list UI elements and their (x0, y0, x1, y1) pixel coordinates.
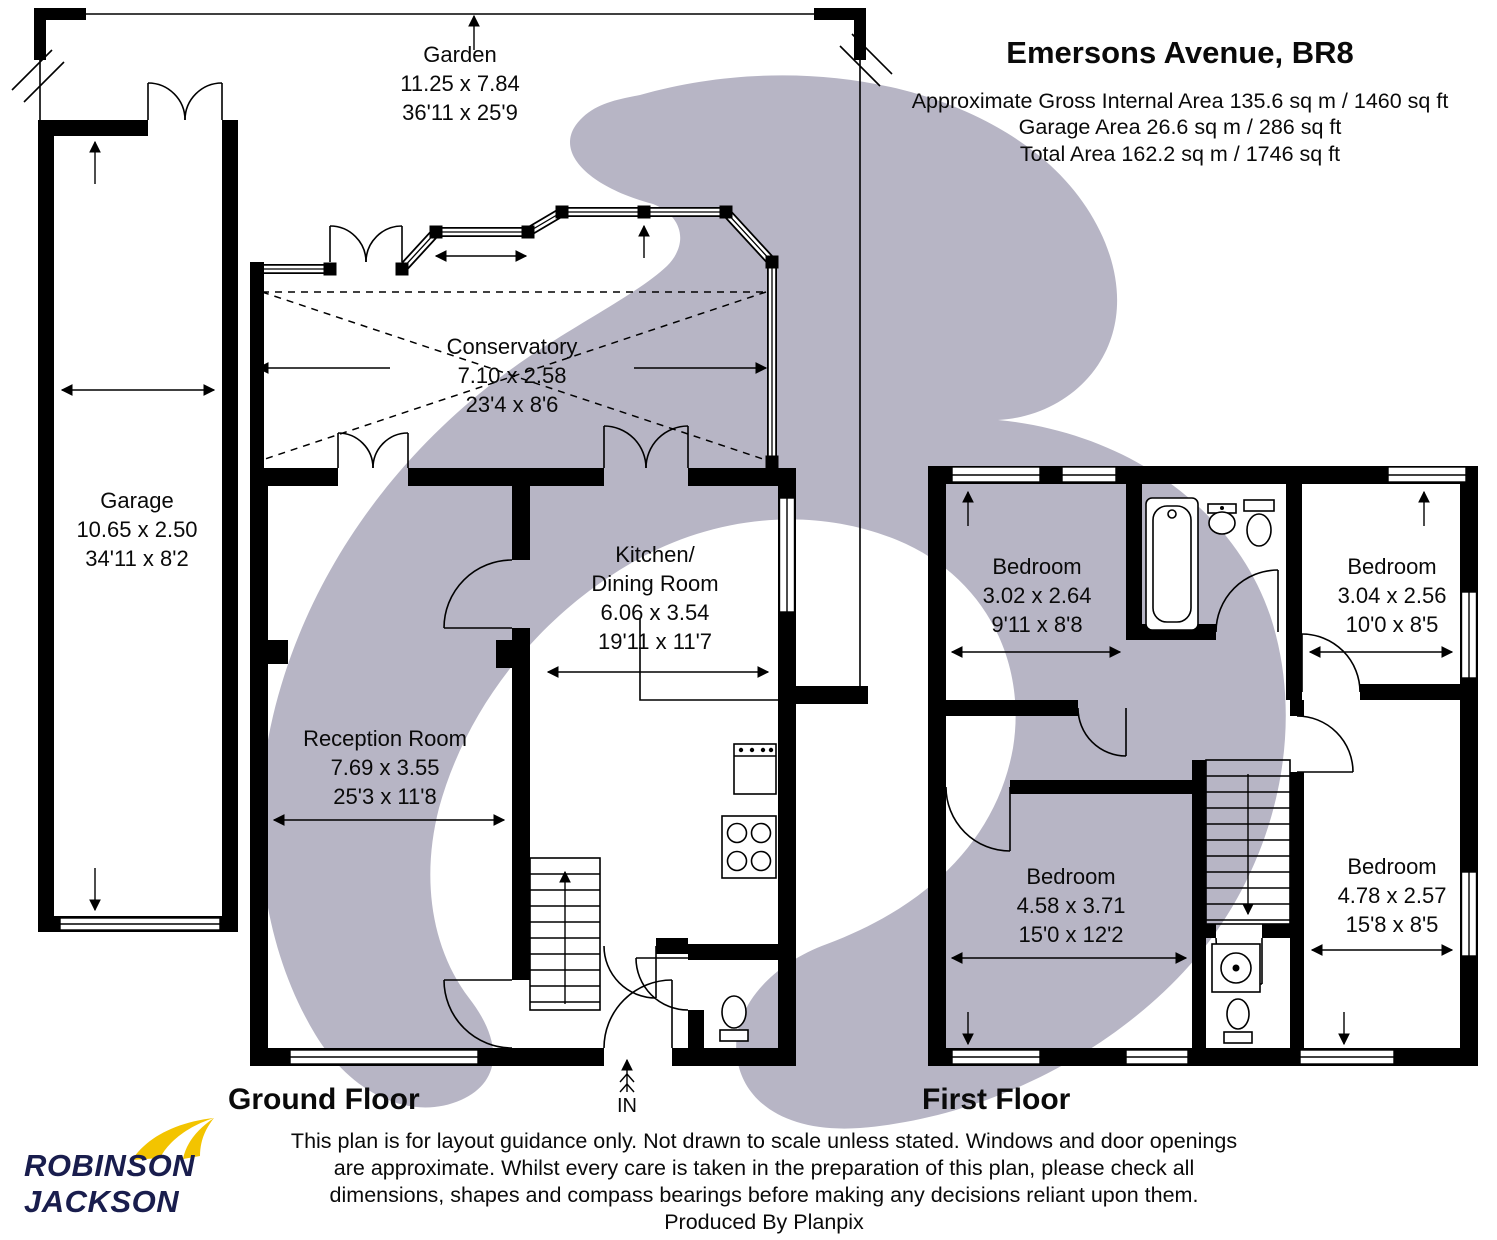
disclaimer-line-1: This plan is for layout guidance only. N… (290, 1129, 1238, 1153)
entrance-arrow-icon (619, 1058, 635, 1093)
bird-icon (132, 1118, 214, 1160)
title-block: Emersons Avenue, BR8 Approximate Gross I… (911, 35, 1449, 167)
bedroom-br-metric: 4.78 x 2.57 (1337, 883, 1447, 909)
disclaimer-line-2: are approximate. Whilst every care is ta… (333, 1156, 1195, 1181)
garden-corner-walls (34, 8, 866, 60)
bedroom-br-name: Bedroom (1347, 854, 1437, 879)
garage-door-arcs (147, 82, 223, 121)
ground-floor-stairs (529, 857, 601, 1011)
bathroom-toilet-icon (1243, 499, 1275, 547)
bedroom-bl-imperial: 15'0 x 12'2 (1018, 922, 1124, 948)
bedroom-tl-metric: 3.02 x 2.64 (982, 583, 1092, 609)
conservatory-left-wall (250, 262, 264, 468)
room-label-conservatory: Conservatory 7.10 x 2.58 23'4 x 8'6 (447, 332, 578, 419)
first-floor-dimension-arrows (950, 490, 1454, 1046)
garden-imperial: 36'11 x 25'9 (402, 100, 518, 126)
first-floor-label: First Floor (922, 1083, 1071, 1116)
bedroom-tl-imperial: 9'11 x 8'8 (991, 612, 1083, 638)
kitchen-name-line1: Kitchen/ (615, 542, 695, 567)
sink-icon (1207, 503, 1237, 535)
first-floor-stairs (1205, 759, 1291, 925)
kitchen-metric: 6.06 x 3.54 (600, 600, 710, 626)
room-label-bedroom-top-right: Bedroom 3.04 x 2.56 10'0 x 8'5 (1338, 552, 1447, 639)
total-area-line: Total Area 162.2 sq m / 1746 sq ft (1019, 141, 1341, 166)
garage-name: Garage (100, 488, 174, 513)
garage-window (59, 917, 221, 931)
planpix-watermark-icon (260, 75, 1286, 1129)
disclaimer-line-3: dimensions, shapes and compass bearings … (329, 1183, 1199, 1208)
ground-floor-door-arcs (337, 425, 689, 1049)
kitchen-counter (639, 618, 778, 701)
first-floor-windows (951, 466, 1478, 1065)
bedroom-tr-name: Bedroom (1347, 554, 1437, 579)
conservatory-metric: 7.10 x 2.58 (457, 363, 567, 389)
room-label-garden: Garden 11.25 x 7.84 36'11 x 25'9 (400, 40, 519, 127)
conservatory-dimension-arrows (256, 224, 768, 374)
conservatory-roof-dashed (261, 291, 767, 461)
reception-name: Reception Room (303, 726, 467, 751)
toilet-icon (719, 995, 749, 1042)
ground-floor-windows (289, 497, 796, 1065)
bedroom-br-imperial: 15'8 x 8'5 (1345, 912, 1439, 938)
bathtub-icon (1145, 497, 1199, 631)
kitchen-imperial: 19'11 x 11'7 (597, 629, 713, 655)
disclaimer-line-4: Produced By Planpix (664, 1210, 864, 1235)
conservatory-door-arcs (329, 225, 403, 263)
room-label-reception: Reception Room 7.69 x 3.55 25'3 x 11'8 (303, 724, 467, 811)
garden-metric: 11.25 x 7.84 (400, 71, 520, 97)
bedroom-tr-metric: 3.04 x 2.56 (1337, 583, 1447, 609)
room-label-bedroom-bottom-right: Bedroom 4.78 x 2.57 15'8 x 8'5 (1338, 852, 1447, 939)
reception-metric: 7.69 x 3.55 (330, 755, 440, 781)
hob-icon (721, 815, 777, 879)
logo-word-1: ROBINSON (24, 1148, 196, 1183)
garage-area-line: Garage Area 26.6 sq m / 286 sq ft (1018, 115, 1342, 140)
room-label-kitchen-dining: Kitchen/ Dining Room 6.06 x 3.54 19'11 x… (591, 540, 718, 656)
robinson-jackson-logo: ROBINSON JACKSON (22, 1116, 222, 1236)
bedroom-bl-metric: 4.58 x 3.71 (1016, 893, 1126, 919)
room-label-garage: Garage 10.65 x 2.50 34'11 x 8'2 (76, 486, 197, 573)
room-label-bedroom-bottom-left: Bedroom 4.58 x 3.71 15'0 x 12'2 (1017, 862, 1126, 949)
shower-icon (1211, 943, 1261, 993)
conservatory-posts (323, 205, 779, 469)
garden-name: Garden (423, 42, 497, 67)
garage-metric: 10.65 x 2.50 (76, 517, 198, 543)
logo-word-2: JACKSON (24, 1184, 180, 1219)
front-door-opening (604, 1047, 672, 1067)
ground-floor-label: Ground Floor (228, 1083, 420, 1116)
bedroom-bl-name: Bedroom (1026, 864, 1116, 889)
garage-dimension-arrows (60, 140, 216, 912)
garage-imperial: 34'11 x 8'2 (85, 546, 189, 572)
page-title: Emersons Avenue, BR8 (1006, 35, 1354, 70)
kitchen-name-line2: Dining Room (591, 571, 719, 597)
conservatory-name: Conservatory (446, 334, 578, 359)
entrance-label: IN (617, 1095, 637, 1117)
shower-room-toilet-icon (1223, 998, 1253, 1044)
disclaimer: This plan is for layout guidance only. N… (291, 1128, 1237, 1236)
oven-icon (733, 743, 777, 795)
reception-imperial: 25'3 x 11'8 (333, 784, 437, 810)
conservatory-imperial: 23'4 x 8'6 (465, 392, 559, 418)
ground-floor-dimension-arrows (272, 666, 770, 826)
gross-area-line: Approximate Gross Internal Area 135.6 sq… (911, 89, 1449, 114)
room-label-bedroom-top-left: Bedroom 3.02 x 2.64 9'11 x 8'8 (983, 552, 1092, 639)
bedroom-tl-name: Bedroom (992, 554, 1082, 579)
bedroom-tr-imperial: 10'0 x 8'5 (1345, 612, 1439, 638)
